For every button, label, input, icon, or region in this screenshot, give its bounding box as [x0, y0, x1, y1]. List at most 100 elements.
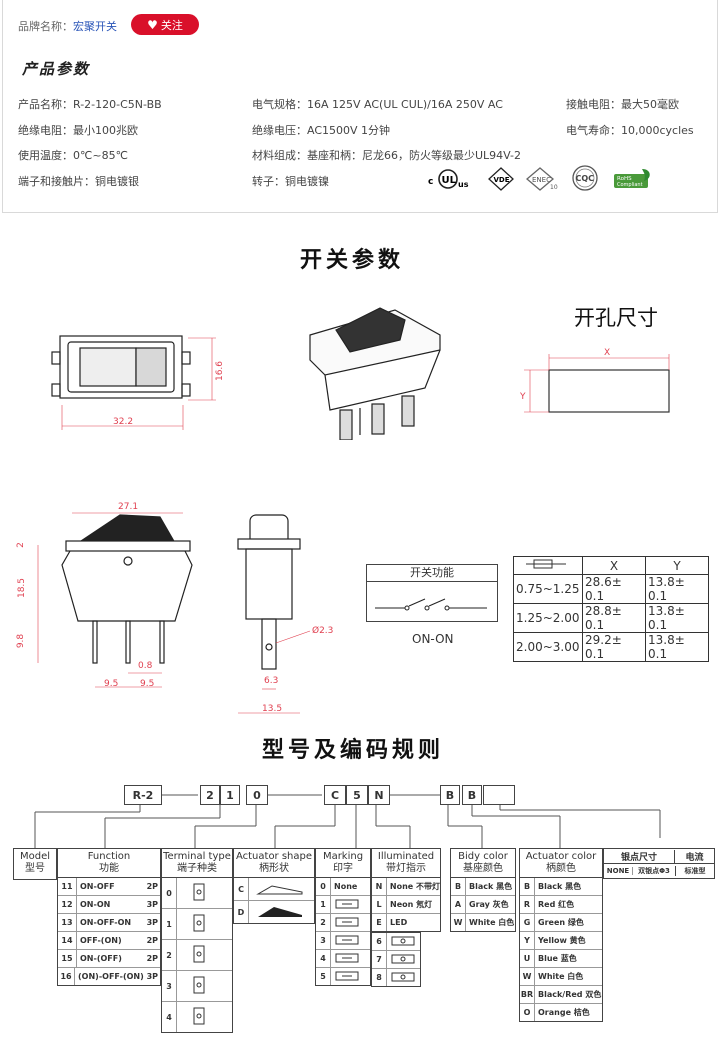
text-cell: None 不带灯: [389, 882, 440, 891]
dim-pitch-1: 9.5: [104, 679, 119, 689]
svg-text:c: c: [428, 177, 433, 187]
code-cell: BR: [520, 986, 535, 1003]
code-char-actuator: C: [324, 785, 346, 805]
actuator-color-en: Actuator color: [525, 851, 597, 862]
terminal-shape-icon: [193, 1007, 205, 1025]
svg-text:UL: UL: [442, 175, 457, 186]
param-insulation-resistance: 绝缘电阻：最小100兆欧: [18, 124, 138, 137]
switch-function-caption: ON-ON: [412, 632, 454, 646]
param-contact-resistance: 接触电阻：最大50毫欧: [566, 98, 679, 111]
function-code: 13: [58, 914, 77, 931]
text-cell: [177, 1005, 220, 1029]
code-cell: G: [520, 914, 535, 931]
actuator-color-cn: 柄颜色: [546, 863, 576, 874]
current-desc: 标准型: [684, 867, 706, 875]
illuminated-en: Illuminated: [377, 851, 435, 862]
code-cell: Y: [520, 932, 535, 949]
code-cell: 8: [372, 969, 387, 986]
terminal-shape-icon: [193, 945, 205, 963]
table-cell: 28.6± 0.1: [582, 574, 646, 604]
code-rules-title: 型号及编码规则: [262, 738, 445, 763]
dim-18-5: 18.5: [17, 577, 28, 599]
dim-height: 16.6: [215, 360, 226, 382]
text-cell: [331, 934, 364, 948]
function-code: 14: [58, 932, 77, 949]
text-cell: White 白色: [538, 972, 584, 981]
follow-button[interactable]: ♥ 关注: [131, 14, 199, 35]
marking-symbol-icon: [391, 972, 415, 981]
hole-y-label: Y: [520, 392, 526, 402]
cqc-cert-logo: CQC: [570, 165, 600, 191]
switch-function-title: 开关功能: [367, 565, 497, 582]
hole-rect-drawing: [524, 354, 670, 413]
list-item: 3: [162, 971, 232, 1002]
param-terminal: 端子和接触片：铜电镀银: [18, 175, 139, 188]
text-cell: Black 黑色: [538, 882, 582, 891]
table-row: NONE 双银点Φ3 标准型: [604, 864, 714, 878]
text-cell: Black 黑色: [469, 882, 513, 891]
switch-params-title: 开关参数: [300, 248, 405, 273]
marking-symbol-icon: [335, 935, 359, 944]
text-cell: Green 绿色: [538, 918, 584, 927]
text-cell: [177, 912, 220, 936]
dim-9-8: 9.8: [16, 633, 27, 649]
code-char-function-2: 1: [220, 785, 240, 805]
code-cell: N: [372, 878, 387, 895]
list-item: 4: [162, 1002, 232, 1032]
code-char-body-color: B: [440, 785, 460, 805]
code-cell: O: [520, 1004, 535, 1021]
list-item: 7: [372, 951, 420, 969]
text-cell: [177, 943, 220, 967]
function-cn: 功能: [99, 863, 119, 874]
marking-symbol-icon: [391, 936, 415, 945]
code-cell: 6: [372, 933, 387, 950]
text-cell: Blue 蓝色: [538, 954, 577, 963]
silver-desc: 双银点Φ3: [633, 866, 676, 876]
code-cell: 0: [162, 878, 177, 908]
svg-text:VDE: VDE: [494, 176, 510, 184]
code-cell: 1: [162, 909, 177, 939]
text-cell: [387, 953, 420, 967]
actuator-shape-d-icon: [249, 903, 308, 921]
function-poles: 2P: [146, 882, 158, 891]
brand-link[interactable]: 宏聚开关: [73, 20, 117, 33]
code-char-terminal: 0: [246, 785, 268, 805]
text-cell: None: [334, 882, 358, 891]
terminal-shape-icon: [193, 976, 205, 994]
heart-icon: ♥: [147, 17, 158, 32]
code-cell: E: [372, 914, 387, 931]
list-item: 4: [316, 950, 370, 968]
function-name: ON-OFF: [80, 882, 115, 891]
code-char-silver: [483, 785, 515, 805]
text-cell: [331, 898, 364, 912]
function-code: 16: [58, 968, 76, 985]
code-char-prefix: R-2: [124, 785, 162, 805]
list-item: 16(ON)-OFF-(ON)3P: [58, 968, 160, 985]
code-char-marking: 5: [346, 785, 368, 805]
hole-table-header-y: Y: [645, 556, 709, 575]
function-code: 15: [58, 950, 77, 967]
code-cell: W: [451, 914, 466, 931]
code-char-actuator-color: B: [462, 785, 482, 805]
terminal-en: Terminal type: [163, 851, 231, 862]
text-cell: [177, 974, 220, 998]
code-cell: 7: [372, 951, 387, 968]
function-name: ON-(OFF): [80, 954, 122, 963]
param-material: 材料组成：基座和柄：尼龙66，防火等级最少UL94V-2: [252, 149, 522, 162]
hole-x-label: X: [604, 348, 611, 358]
dim-pitch-2: 9.5: [140, 679, 155, 689]
param-rotor: 转子：铜电镀镍: [252, 175, 329, 188]
function-code: 12: [58, 896, 77, 913]
brand-row: 品牌名称：宏聚开关: [18, 18, 117, 34]
